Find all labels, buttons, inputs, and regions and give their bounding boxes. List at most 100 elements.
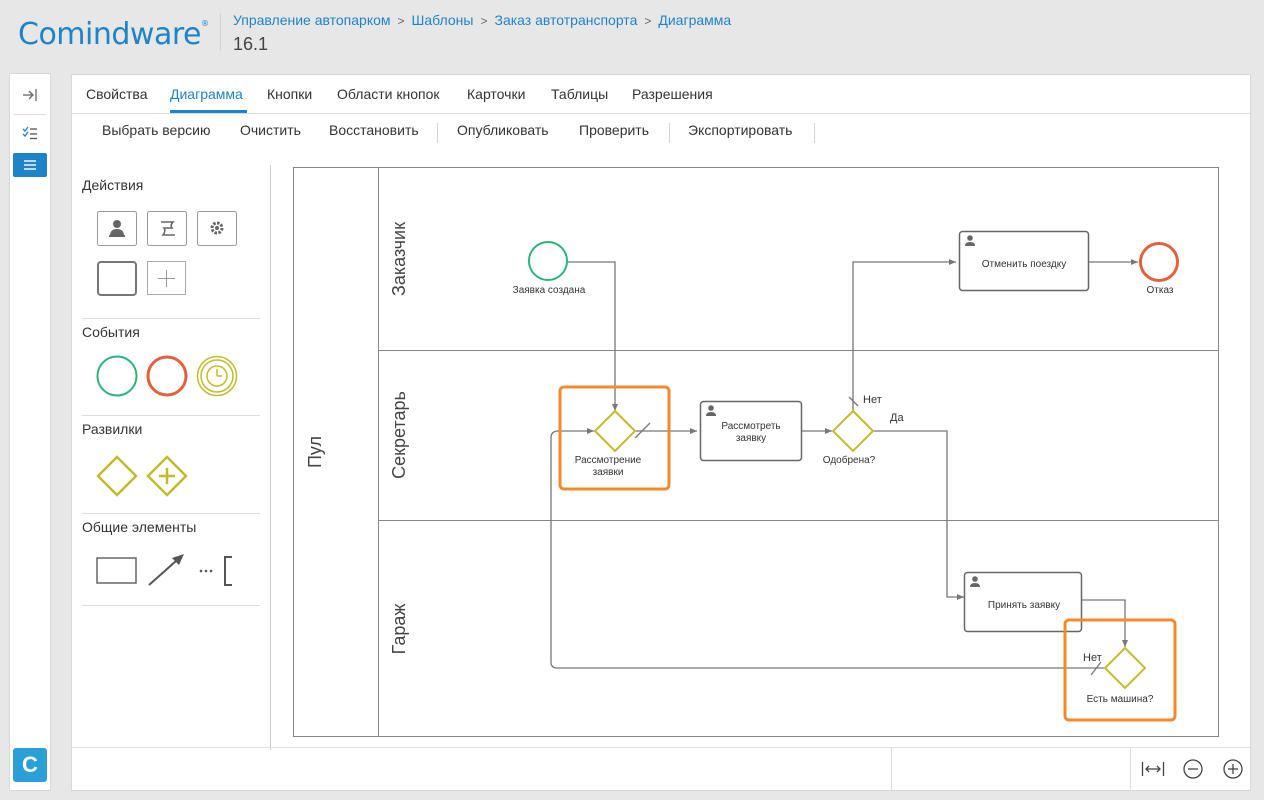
- sidebar-divider: [14, 114, 46, 115]
- breadcrumb-separator: >: [644, 14, 652, 28]
- bottom-bar-divider: [1130, 748, 1131, 790]
- task-accept-request-label: Принять заявку: [988, 600, 1060, 611]
- tab-permissions[interactable]: Разрешения: [632, 86, 713, 102]
- flow-start-to-review-gateway[interactable]: [568, 261, 618, 411]
- diagram-toolbar: Выбрать версию Очистить Восстановить Опу…: [72, 113, 1250, 149]
- user-task-icon: [708, 405, 714, 411]
- bpmn-diagram-canvas[interactable]: Пул Заказчик Секретарь Гараж Заявка созд…: [293, 167, 1223, 739]
- restore-button[interactable]: Восстановить: [329, 122, 419, 138]
- lane-label-secretary: Секретарь: [389, 391, 409, 479]
- start-event-label: Заявка создана: [513, 285, 586, 296]
- default-flow-marker: [634, 422, 651, 439]
- gateway-request-review-label: заявки: [593, 467, 624, 478]
- flow-approved-yes-to-accept[interactable]: [874, 430, 964, 600]
- version-number: 16.1: [233, 34, 269, 54]
- breadcrumb-item[interactable]: Диаграмма: [658, 12, 732, 28]
- flow-label-yes: Да: [890, 412, 904, 424]
- gateway-car-available-label: Есть машина?: [1087, 694, 1154, 705]
- zoom-in-icon[interactable]: [1221, 758, 1245, 780]
- lane-rectangle-icon[interactable]: [96, 555, 138, 590]
- gateways-section-title: Развилки: [82, 421, 143, 437]
- user-task-icon: [972, 576, 978, 582]
- tab-bar: Свойства Диаграмма Кнопки Области кнопок…: [72, 75, 1250, 114]
- palette-divider: [82, 605, 260, 606]
- annotation-bracket-icon[interactable]: [198, 555, 238, 592]
- comindware-c-logo[interactable]: C: [13, 748, 47, 782]
- main-panel: Свойства Диаграмма Кнопки Области кнопок…: [71, 74, 1251, 791]
- conditional-flow-marker: [1090, 661, 1102, 676]
- breadcrumb-item[interactable]: Управление автопарком: [233, 12, 391, 28]
- bottom-bar-divider: [891, 748, 892, 790]
- pool-label: Пул: [305, 436, 325, 468]
- user-task-icon: [970, 583, 980, 587]
- end-event[interactable]: [1139, 242, 1179, 282]
- checklist-icon[interactable]: [13, 121, 47, 145]
- events-section-title: События: [82, 324, 140, 340]
- tab-diagram[interactable]: Диаграмма: [170, 86, 243, 102]
- sequence-flow-arrow-icon[interactable]: [146, 551, 188, 594]
- parallel-gateway-plus-icon[interactable]: [146, 455, 188, 502]
- timer-event-clock-icon[interactable]: [195, 354, 239, 403]
- toolbar-divider: [437, 123, 438, 143]
- highlight-frame: [558, 385, 671, 491]
- gateway-request-review[interactable]: [593, 409, 637, 453]
- exclusive-gateway-icon[interactable]: [96, 455, 138, 502]
- start-event[interactable]: [528, 241, 568, 281]
- user-task-icon: [706, 412, 716, 416]
- gateway-car-available[interactable]: [1103, 646, 1147, 690]
- export-button[interactable]: Экспортировать: [688, 122, 793, 138]
- flow-approved-no-to-cancel[interactable]: [852, 259, 956, 411]
- tab-properties[interactable]: Свойства: [86, 86, 148, 102]
- task-review-request-label: Рассмотреть: [721, 421, 780, 432]
- breadcrumb-separator: >: [397, 14, 405, 28]
- active-tab-indicator: [170, 110, 247, 113]
- palette-divider: [82, 513, 260, 514]
- toolbar-divider: [814, 123, 815, 143]
- lane-label-customer: Заказчик: [389, 222, 409, 296]
- flow-label-no: Нет: [863, 394, 882, 406]
- breadcrumb: Управление автопарком > Шаблоны > Заказ авто…: [233, 12, 731, 28]
- breadcrumb-item[interactable]: Шаблоны: [411, 12, 474, 28]
- actions-section-title: Действия: [82, 177, 144, 193]
- task-accept-request[interactable]: [963, 571, 1083, 633]
- flow-car-no-back-to-review[interactable]: [550, 428, 1104, 669]
- gateway-approved[interactable]: [831, 409, 875, 453]
- zoom-out-icon[interactable]: [1181, 758, 1205, 780]
- breadcrumb-item[interactable]: Заказ автотранспорта: [494, 12, 638, 28]
- palette-separator: [270, 165, 271, 750]
- palette-divider: [82, 415, 260, 416]
- flow-label-no: Нет: [1083, 652, 1102, 664]
- script-task-icon[interactable]: [147, 211, 187, 252]
- publish-button[interactable]: Опубликовать: [457, 122, 549, 138]
- flow-accept-to-car-gateway[interactable]: [1063, 599, 1128, 647]
- user-task-icon: [967, 235, 973, 241]
- common-elements-section-title: Общие элементы: [82, 519, 197, 535]
- tab-buttons[interactable]: Кнопки: [267, 86, 313, 102]
- task-review-request[interactable]: [699, 400, 803, 462]
- clear-button[interactable]: Очистить: [240, 122, 301, 138]
- task-review-request-label: заявку: [736, 433, 766, 444]
- collapse-panel-icon[interactable]: [13, 83, 47, 107]
- menu-list-icon[interactable]: [13, 153, 47, 177]
- palette-divider: [82, 318, 260, 319]
- check-button[interactable]: Проверить: [579, 122, 650, 138]
- start-event-icon[interactable]: [95, 354, 139, 403]
- user-task-icon: [965, 242, 975, 246]
- user-task-icon[interactable]: [97, 211, 137, 252]
- tab-cards[interactable]: Карточки: [467, 86, 526, 102]
- conditional-flow-marker: [848, 396, 859, 407]
- task-cancel-trip[interactable]: [958, 230, 1090, 292]
- subprocess-plus-icon[interactable]: [147, 261, 187, 302]
- fit-width-icon[interactable]: [1141, 758, 1165, 780]
- breadcrumb-separator: >: [480, 14, 488, 28]
- tab-tables[interactable]: Таблицы: [551, 86, 609, 102]
- select-version-button[interactable]: Выбрать версию: [102, 122, 211, 138]
- header-divider: [220, 14, 221, 50]
- end-event-icon[interactable]: [145, 354, 189, 403]
- tab-button-areas[interactable]: Области кнопок: [337, 86, 440, 102]
- service-task-gear-icon[interactable]: [197, 211, 237, 252]
- task-cancel-trip-label: Отменить поездку: [982, 259, 1066, 270]
- lane-label-garage: Гараж: [389, 604, 409, 655]
- gateway-request-review-label: Рассмотрение: [575, 455, 642, 466]
- task-shape-icon[interactable]: [97, 261, 137, 302]
